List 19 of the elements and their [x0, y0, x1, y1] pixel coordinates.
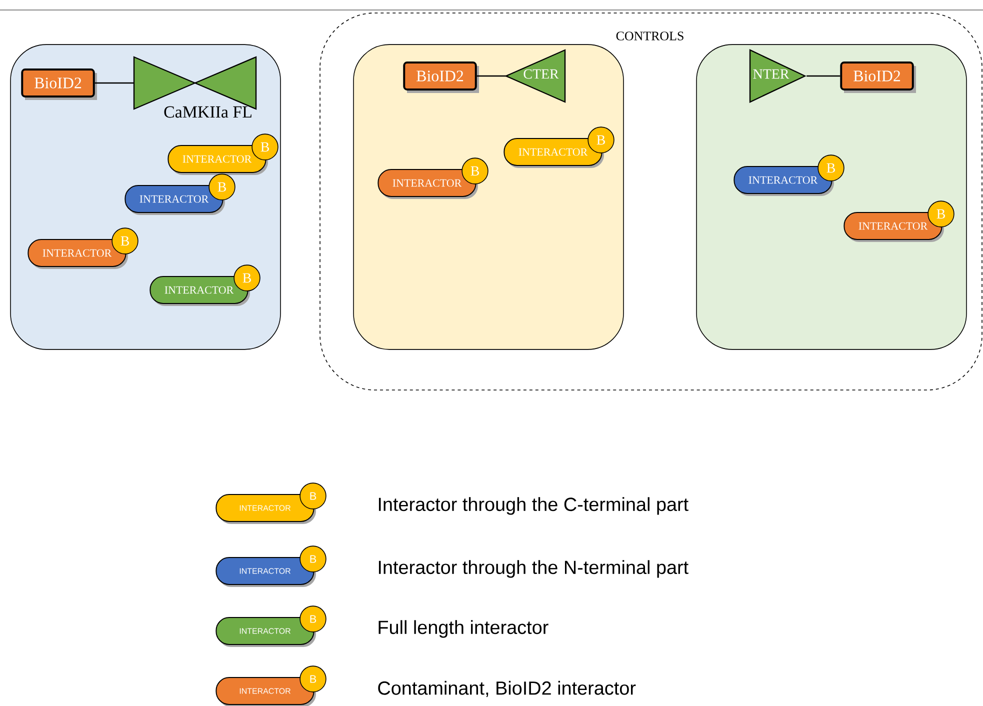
interactor-pill: INTERACTOR B	[844, 200, 954, 242]
connector-line	[94, 82, 134, 84]
protein-tag: BioID2	[21, 68, 97, 100]
connector-line	[806, 75, 840, 77]
bowtie-protein: CaMKIIa FL	[133, 56, 257, 118]
legend-text: Full length interactor	[378, 620, 548, 638]
interactor-pill: INTERACTOR B	[150, 264, 260, 306]
protein-tag: BioID2	[403, 62, 479, 93]
legend-text: Interactor through the N-terminal part	[378, 560, 688, 578]
interactor-pill: INTERACTOR B	[124, 174, 236, 215]
legend-text: Contaminant, BioID2 interactor	[378, 680, 636, 698]
interactor-pill: INTERACTOR B	[504, 126, 614, 168]
protein-tag: BioID2	[840, 62, 916, 93]
interactor-pill: INTERACTOR B	[168, 134, 278, 175]
legend-text: Interactor through the C-terminal part	[378, 497, 688, 515]
interactor-pill: INTERACTOR B	[734, 154, 844, 196]
connector-line	[476, 75, 506, 77]
interactor-pill: INTERACTOR B	[28, 228, 138, 269]
interactor-pill: INTERACTOR B	[378, 158, 488, 199]
